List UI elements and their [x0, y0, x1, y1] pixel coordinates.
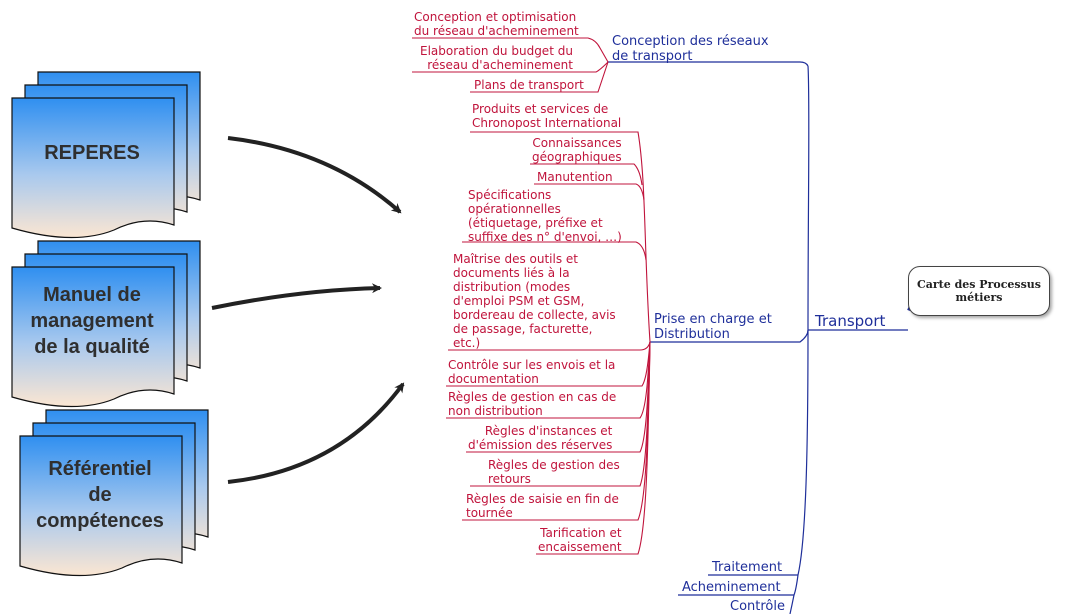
conception-item-3[interactable]: Plans de transport	[474, 78, 584, 92]
prise-item-produits[interactable]: Produits et services de Chronopost Inter…	[472, 102, 622, 130]
arrow-manuel	[211, 283, 382, 310]
prise-item-connaissances[interactable]: Connaissances géographiques	[532, 136, 622, 164]
prise-item-regles-saisie[interactable]: Règles de saisie en fin de tournée	[466, 492, 619, 520]
doc-label-manuel: Manuel de management de la qualité	[30, 284, 154, 358]
doc-label-reperes: REPERES	[44, 142, 140, 164]
prise-item-regles-retours[interactable]: Règles de gestion des retours	[488, 458, 620, 486]
red-conception-lines	[412, 37, 609, 93]
prise-item-regles-instances[interactable]: Règles d'instances et d'émission des rés…	[468, 424, 613, 452]
prise-item-controle[interactable]: Contrôle sur les envois et la documentat…	[448, 358, 616, 386]
branch-traitement[interactable]: Traitement	[712, 560, 783, 575]
branch-prise-en-charge[interactable]: Prise en charge et Distribution	[654, 312, 772, 342]
prise-item-manutention[interactable]: Manutention	[537, 170, 613, 184]
doc-stack-reperes	[11, 71, 201, 239]
arrow-reperes	[227, 136, 402, 214]
conception-item-2[interactable]: Elaboration du budget du réseau d'achemi…	[420, 44, 573, 72]
branch-conception[interactable]: Conception des réseaux de transport	[612, 34, 769, 64]
prise-item-regles-non-distribution[interactable]: Règles de gestion en cas de non distribu…	[448, 390, 617, 418]
doc-stack-referentiel	[19, 409, 209, 577]
conception-item-1[interactable]: Conception et optimisation du réseau d'a…	[414, 10, 579, 38]
doc-stack-manuel	[11, 240, 201, 408]
doc-label-referentiel: Référentiel de compétences	[36, 458, 164, 532]
branch-transport[interactable]: Transport	[815, 312, 886, 330]
red-prise-lines	[446, 131, 651, 555]
arrow-referentiel	[227, 382, 405, 484]
branch-controle[interactable]: Contrôle	[730, 599, 785, 614]
prise-item-tarification[interactable]: Tarification et encaissement	[538, 526, 622, 554]
prise-item-maitrise[interactable]: Maîtrise des outils et documents liés à …	[453, 252, 616, 350]
branch-acheminement[interactable]: Acheminement	[682, 580, 781, 595]
prise-item-specifications[interactable]: Spécifications opérationnelles (étiqueta…	[468, 188, 622, 244]
